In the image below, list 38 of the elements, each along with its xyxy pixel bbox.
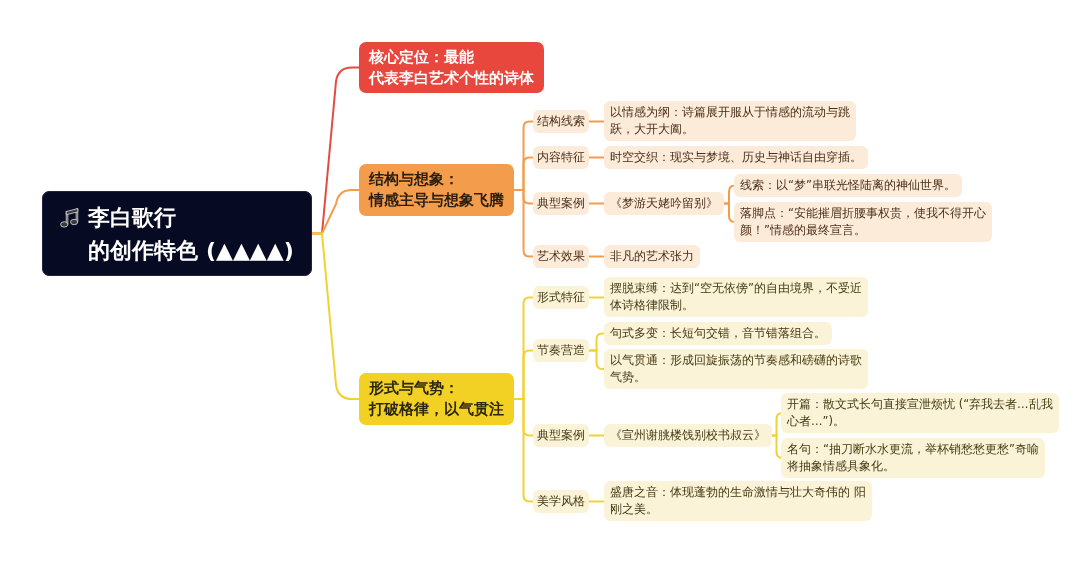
subtopic-box: 典型案例 [533, 424, 589, 447]
detail-box: 以气贯通：形成回旋振荡的节奏感和磅礴的诗歌气势。 [604, 349, 868, 389]
subtopic-box: 美学风格 [533, 490, 589, 513]
detail-box: 非凡的艺术张力 [604, 245, 700, 268]
branch-line [588, 202, 605, 205]
subtopic-box: 形式特征 [533, 286, 589, 309]
branch-line [588, 500, 605, 503]
central-topic-box [42, 191, 312, 276]
branch-line [588, 349, 605, 370]
detail-box: 开篇：散文式长句直接宣泄烦忧 (“弃我去者…乱我心者…”)。 [781, 393, 1059, 433]
branch-line [588, 434, 605, 437]
branch-line [588, 120, 605, 123]
branch-line [311, 232, 360, 400]
detail-box: 摆脱束缚：达到“空无依傍”的自由境界，不受近体诗格律限制。 [604, 277, 868, 317]
branch-line [588, 296, 605, 299]
branch-line [588, 156, 605, 159]
subtopic-box: 艺术效果 [533, 245, 589, 268]
detail-box: 盛唐之音：体现蓬勃的生命激情与壮大奇伟的 阳刚之美。 [604, 481, 872, 521]
detail-box: 线索：以“梦”串联光怪陆离的神仙世界。 [734, 174, 962, 197]
detail-box: 以情感为纲：诗篇展开服从于情感的流动与跳跃，大开大阖。 [604, 101, 856, 141]
detail-box: 名句：“抽刀断水水更流，举杯销愁愁更愁”奇喻将抽象情感具象化。 [781, 438, 1045, 478]
detail-box: 《梦游天姥吟留别》 [604, 192, 724, 215]
branch-line [588, 255, 605, 258]
subtopic-box: 典型案例 [533, 192, 589, 215]
detail-box: 《宣州谢朓楼饯别校书叔云》 [604, 424, 772, 447]
topic-box: 结构与想象：情感主导与想象飞腾 [359, 164, 514, 216]
topic-box: 形式与气势：打破格律，以气贯注 [359, 373, 514, 425]
branch-line [513, 398, 534, 503]
detail-box: 落脚点：“安能摧眉折腰事权贵，使我不得开心颜！”情感的最终宣言。 [734, 202, 992, 242]
topic-box: 核心定位：最能代表李白艺术个性的诗体 [359, 42, 544, 93]
branch-line [723, 202, 736, 223]
topic-title: 李白歌行的创作特色 (▲▲▲▲) [88, 203, 294, 265]
subtopic-box: 节奏营造 [533, 339, 589, 362]
detail-box: 时空交织：现实与梦境、历史与神话自由穿插。 [604, 146, 868, 169]
subtopic-box: 结构线索 [533, 110, 589, 133]
detail-box: 句式多变：长短句交错，音节错落组合。 [604, 322, 832, 345]
branch-line [513, 189, 534, 258]
subtopic-box: 内容特征 [533, 146, 589, 169]
